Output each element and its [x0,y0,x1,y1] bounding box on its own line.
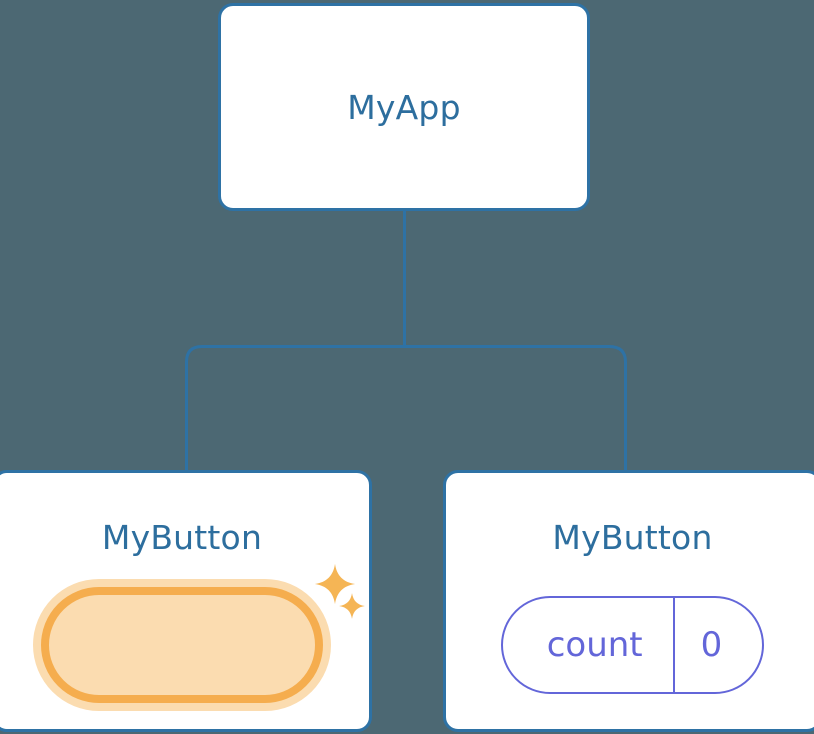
prop-chip-count-left[interactable]: count 1 [32,579,332,711]
node-mybutton-left[interactable]: MyButton count 1 [0,470,372,732]
node-mybutton-right-label: MyButton [552,518,713,557]
prop-chip-count-right[interactable]: count 0 [500,596,765,694]
prop-key-right: count [546,625,643,665]
node-mybutton-right[interactable]: MyButton count 0 [443,470,814,732]
highlight-glow-ring [32,579,332,711]
prop-value-right: 0 [672,598,763,692]
node-myapp[interactable]: MyApp [218,3,590,211]
prop-row-left: count 1 [0,579,369,711]
edge-root-to-child-right [404,345,627,472]
prop-row-right: count 0 [446,580,814,710]
node-myapp-label: MyApp [347,87,461,127]
node-mybutton-left-label: MyButton [101,518,263,557]
edge-root-to-child-left [185,345,405,472]
